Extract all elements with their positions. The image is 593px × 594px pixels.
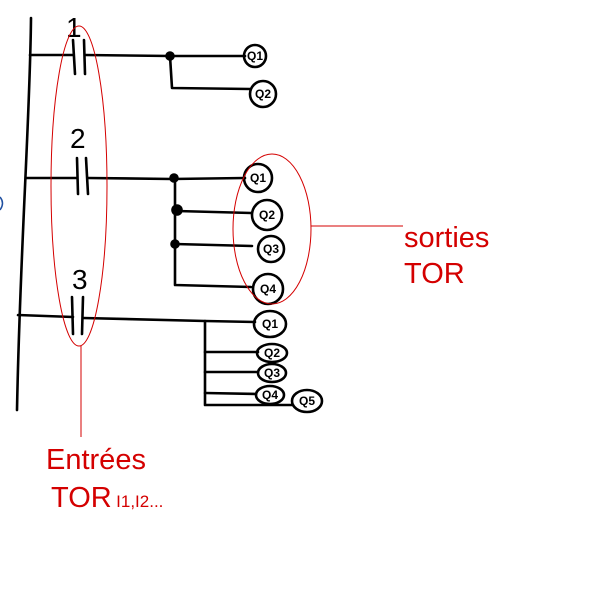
inputs-label-line1: Entrées	[46, 444, 146, 476]
rung-1	[28, 38, 252, 91]
inputs-highlight	[50, 25, 108, 347]
coil-label: Q4	[262, 388, 278, 402]
contact-number-3: 3	[72, 264, 88, 295]
outputs-label-line2: TOR	[404, 258, 465, 290]
coil-r3-q4	[254, 384, 286, 406]
coil-label: Q1	[247, 49, 263, 63]
coil-r3-q2	[255, 342, 289, 364]
coil-r3-q3	[256, 362, 288, 384]
coil-label: Q5	[299, 394, 315, 408]
coil-label: Q2	[259, 208, 275, 222]
coil-r1-q1	[242, 43, 268, 69]
coil-r2-q3	[256, 234, 286, 264]
coil-label: Q2	[255, 87, 271, 101]
coil-r1-q2	[248, 79, 278, 109]
inputs-label-suffix: I1,I2...	[116, 492, 164, 511]
coil-label: Q2	[264, 346, 280, 360]
coil-r2-q1	[242, 162, 274, 194]
coil-label: Q3	[263, 242, 279, 256]
power-rail	[15, 16, 33, 412]
contact-3	[70, 295, 85, 336]
contact-1	[71, 38, 87, 76]
contact-2	[75, 156, 90, 196]
edge-mark	[0, 196, 4, 211]
coil-label: Q3	[264, 366, 280, 380]
rung-2	[25, 156, 254, 289]
coil-label: Q4	[260, 282, 276, 296]
coil-r3-q1	[252, 309, 288, 339]
coil-r3-q5	[290, 388, 324, 414]
outputs-label-line1: sorties	[404, 222, 490, 254]
coil-r2-q2	[250, 198, 284, 232]
coil-label: Q1	[250, 171, 266, 185]
rung-3	[16, 295, 295, 407]
inputs-label-line2-wrap: TOR I1,I2...	[51, 481, 163, 515]
contact-number-2: 2	[70, 123, 86, 154]
inputs-label-line2: TOR	[51, 482, 112, 514]
coil-label: Q1	[262, 317, 278, 331]
outputs-highlight	[232, 153, 312, 305]
